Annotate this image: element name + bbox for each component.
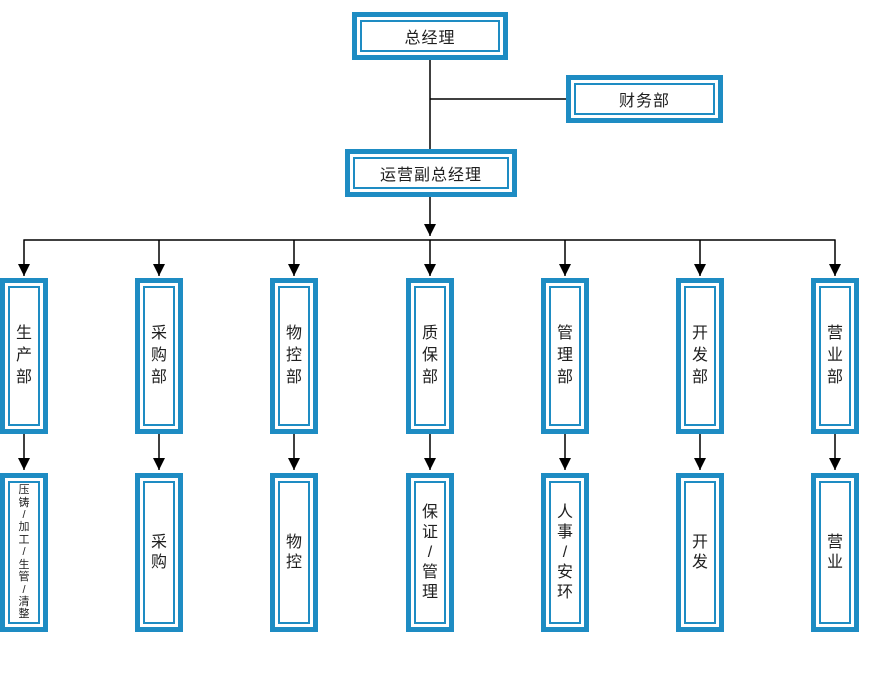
sub-label-administration: 人 事 / 安 环	[556, 503, 573, 601]
sub-box-quality-assurance: 保 证 / 管 理	[406, 473, 454, 632]
sub-label-purchasing: 采 购	[150, 533, 167, 571]
sub-box-development: 开 发	[676, 473, 724, 632]
dept-label-administration: 管 理 部	[556, 325, 573, 386]
node-general-manager-label: 总经理	[360, 20, 500, 52]
dept-label-quality-assurance: 质 保 部	[421, 325, 438, 386]
sub-box-purchasing: 采 购	[135, 473, 183, 632]
node-general-manager: 总经理	[352, 12, 508, 60]
dept-label-production: 生 产 部	[15, 325, 32, 386]
dept-box-development: 开 发 部	[676, 278, 724, 434]
node-finance-dept: 财务部	[566, 75, 723, 123]
sub-label-production: 压 铸 / 加 工 / 生 管 / 清 整	[18, 484, 30, 621]
node-operations-vice-gm: 运营副总经理	[345, 149, 517, 197]
sub-label-quality-assurance: 保 证 / 管 理	[421, 503, 438, 601]
sub-label-material-control: 物 控	[285, 533, 302, 571]
sub-label-development: 开 发	[691, 533, 708, 571]
sub-box-sales: 营 业	[811, 473, 859, 632]
dept-box-sales: 营 业 部	[811, 278, 859, 434]
sub-box-administration: 人 事 / 安 环	[541, 473, 589, 632]
dept-box-production: 生 产 部	[0, 278, 48, 434]
dept-label-purchasing: 采 购 部	[150, 325, 167, 386]
dept-label-development: 开 发 部	[691, 325, 708, 386]
dept-box-material-control: 物 控 部	[270, 278, 318, 434]
dept-box-administration: 管 理 部	[541, 278, 589, 434]
sub-box-material-control: 物 控	[270, 473, 318, 632]
dept-box-quality-assurance: 质 保 部	[406, 278, 454, 434]
dept-label-material-control: 物 控 部	[285, 325, 302, 386]
dept-label-sales: 营 业 部	[826, 325, 843, 386]
node-operations-vice-gm-label: 运营副总经理	[353, 157, 509, 189]
sub-box-production: 压 铸 / 加 工 / 生 管 / 清 整	[0, 473, 48, 632]
dept-box-purchasing: 采 购 部	[135, 278, 183, 434]
sub-label-sales: 营 业	[826, 533, 843, 571]
node-finance-dept-label: 财务部	[574, 83, 715, 115]
